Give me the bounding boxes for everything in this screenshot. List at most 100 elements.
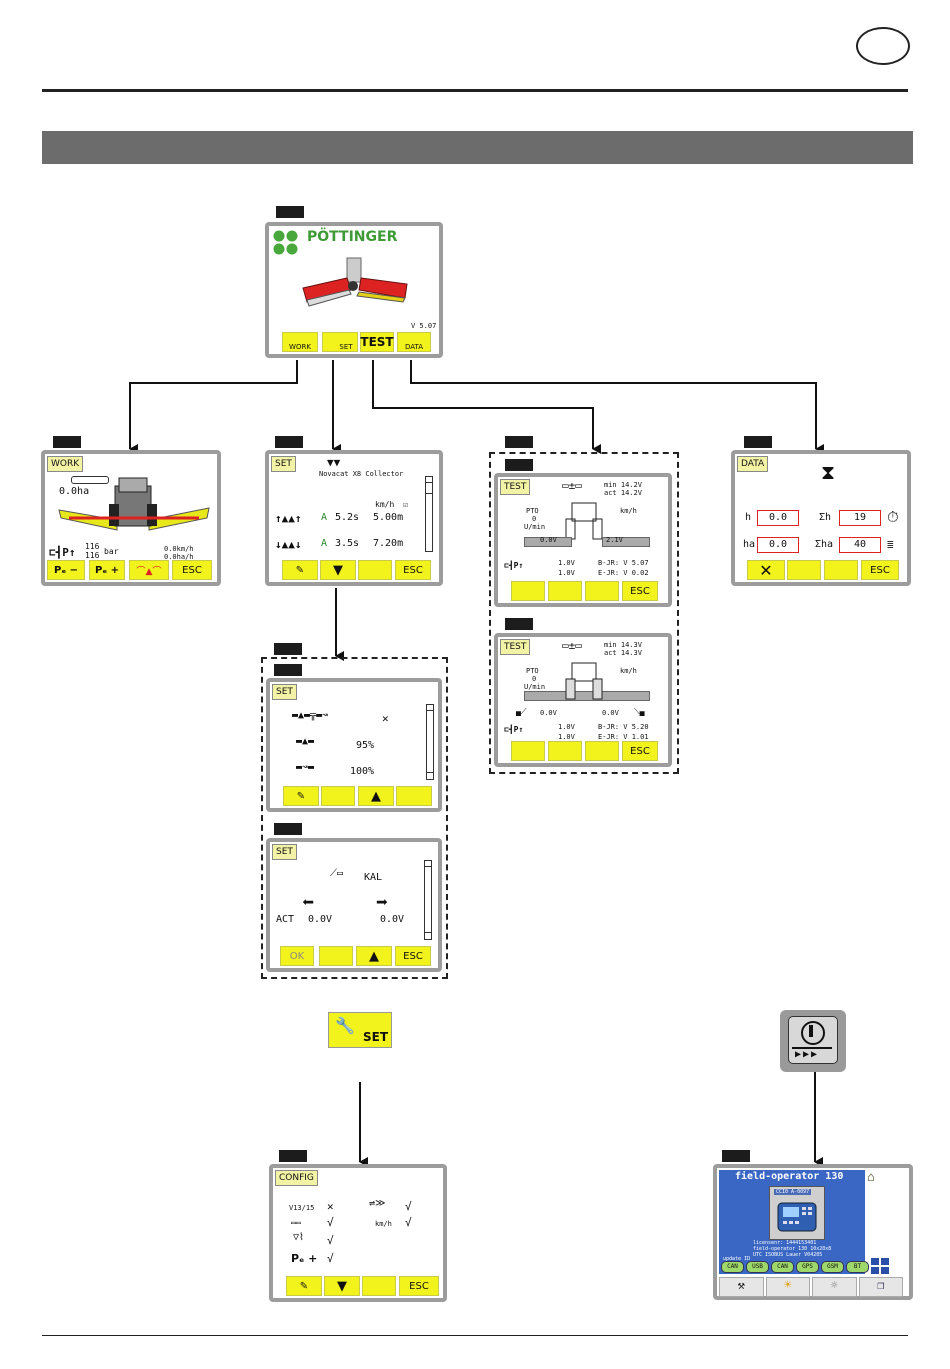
softkey-empty[interactable] bbox=[358, 560, 392, 580]
checkbox-icon[interactable]: ☑ bbox=[403, 500, 408, 509]
softkey-esc[interactable]: ESC bbox=[399, 1276, 439, 1296]
arrow-left-icon: ⬅ bbox=[302, 890, 315, 914]
softkey-empty[interactable] bbox=[824, 560, 858, 580]
softkey-edit[interactable]: ✎ bbox=[286, 1276, 322, 1296]
bar-right-value: 2.1V bbox=[606, 536, 623, 544]
power-icon bbox=[801, 1021, 825, 1045]
h-label: h bbox=[745, 512, 752, 523]
v-label: V13/15 bbox=[289, 1204, 315, 1212]
row1-distance: 5.00m bbox=[373, 512, 404, 523]
softkey-edit[interactable]: ✎ bbox=[283, 786, 319, 806]
figure-tag bbox=[274, 643, 302, 655]
softkey-empty[interactable] bbox=[321, 786, 355, 806]
scrollbar[interactable] bbox=[425, 476, 433, 552]
test-screens-group bbox=[489, 452, 679, 774]
machine-title: Novacat X8 Collector bbox=[319, 470, 404, 478]
chip-usb: USB bbox=[746, 1261, 769, 1273]
ejr-version: E-JR: V 0.02 bbox=[598, 569, 649, 577]
softkey-work[interactable]: WORK bbox=[282, 332, 318, 352]
field-operator-panel: field-operator 130 CCI0 A-0097 licensenr… bbox=[719, 1170, 865, 1274]
left-mower-icon: ▄⟋ bbox=[516, 707, 527, 716]
softkey-set[interactable]: SET bbox=[322, 332, 358, 352]
softkey-esc[interactable]: ESC bbox=[395, 946, 431, 966]
test-badge: TEST bbox=[500, 479, 531, 495]
softkey-esc[interactable]: ESC bbox=[395, 560, 431, 580]
softkey-esc[interactable]: ESC bbox=[172, 560, 212, 580]
softkey-empty[interactable] bbox=[362, 1276, 396, 1296]
menu-key-button[interactable]: ▶▶▶ bbox=[780, 1010, 846, 1072]
softkey-edit[interactable]: ✎ bbox=[282, 560, 318, 580]
info-line-3: UTC ISOBUS Lauer V04205 bbox=[753, 1252, 823, 1258]
softkey-empty[interactable] bbox=[319, 946, 353, 966]
pto-value: 0 bbox=[532, 675, 537, 683]
pto-value: 0 bbox=[532, 515, 537, 523]
arrow-down-icon: ▼ bbox=[337, 1278, 347, 1294]
scrollbar[interactable] bbox=[426, 704, 434, 780]
terminal-device-icon bbox=[777, 1202, 817, 1232]
softkey-test[interactable]: TEST bbox=[360, 332, 394, 352]
softkey-up[interactable]: ▲ bbox=[356, 946, 392, 966]
lift-down-icon: ↓▲▲↓ bbox=[275, 538, 302, 551]
softkey-esc[interactable]: ESC bbox=[622, 581, 658, 601]
left-voltage: 0.0V bbox=[540, 709, 557, 717]
figure-tag bbox=[53, 436, 81, 448]
softkey-down[interactable]: ▼ bbox=[324, 1276, 360, 1296]
work-screen: WORK 0.0ha ⊏┫P↑ 116 116 bar 0.0km/h 0.0h… bbox=[41, 450, 221, 586]
softkey-empty[interactable] bbox=[511, 741, 545, 761]
softkey-up[interactable]: ▲ bbox=[358, 786, 394, 806]
sum-ha-value: 40 bbox=[839, 537, 881, 553]
softkey-ok[interactable]: OK bbox=[280, 946, 314, 966]
bjr-version: B-JR: V 5.07 bbox=[598, 559, 649, 567]
arrow-up-icon: ▲ bbox=[369, 948, 379, 964]
pto-label: PTO bbox=[526, 667, 539, 675]
softkey-esc[interactable]: ESC bbox=[861, 560, 899, 580]
field-icon: ≣ bbox=[887, 538, 894, 551]
window-switch-icon[interactable]: ❐ bbox=[858, 1277, 903, 1297]
pressure-icon: ⊏┫P↑ bbox=[504, 561, 524, 570]
brand-name: PÖTTINGER bbox=[307, 229, 398, 245]
softkey-empty[interactable] bbox=[787, 560, 821, 580]
row2-time: 3.5s bbox=[335, 538, 360, 549]
softkey-empty[interactable] bbox=[585, 581, 619, 601]
softkey-pressure-minus[interactable]: Pₑ − bbox=[47, 560, 85, 580]
apps-grid-icon[interactable] bbox=[871, 1258, 891, 1276]
chip-gps: GPS bbox=[796, 1261, 819, 1273]
softkey-empty[interactable] bbox=[511, 581, 545, 601]
softkey-empty[interactable] bbox=[396, 786, 432, 806]
softkey-pressure-plus[interactable]: Pₑ + bbox=[89, 560, 125, 580]
softkey-reset[interactable]: ✕ bbox=[747, 560, 785, 580]
rate-readout: 0.0ha/h bbox=[164, 553, 194, 561]
right-voltage: 0.0V bbox=[602, 709, 619, 717]
scrollbar[interactable] bbox=[424, 860, 432, 940]
figure-tag bbox=[276, 206, 304, 218]
usb-stick-icon[interactable]: ⚒ bbox=[719, 1277, 764, 1297]
cross-mark: ✕ bbox=[382, 712, 389, 725]
play-arrows-icon: ▶▶▶ bbox=[795, 1049, 820, 1060]
set-badge: SET bbox=[272, 684, 297, 700]
softkey-data[interactable]: DATA bbox=[397, 332, 431, 352]
config-badge: CONFIG bbox=[275, 1170, 318, 1186]
softkey-esc[interactable]: ESC bbox=[622, 741, 658, 761]
softkey-empty[interactable] bbox=[585, 741, 619, 761]
home-icon[interactable]: ⌂ bbox=[867, 1170, 875, 1185]
mower-icon: ▽⌇ bbox=[293, 1232, 304, 1243]
softkey-empty[interactable] bbox=[548, 581, 582, 601]
sum-h-value: 19 bbox=[839, 510, 881, 526]
area-readout: 0.0ha bbox=[59, 486, 90, 497]
brightness-down-icon[interactable]: ☼ bbox=[812, 1277, 857, 1297]
softkey-empty[interactable] bbox=[548, 741, 582, 761]
config-check-4: √ bbox=[327, 1234, 334, 1247]
brightness-up-icon[interactable]: ☀ bbox=[765, 1277, 810, 1297]
set-key-button[interactable]: 🔧 SET bbox=[328, 1012, 392, 1048]
version-label: V 5.07 bbox=[411, 322, 437, 330]
pressure-unit: bar bbox=[104, 547, 119, 556]
main-screen: PÖTTINGER V 5.07 WORK SET TEST DATA bbox=[265, 222, 443, 358]
softkey-down[interactable]: ▼ bbox=[320, 560, 356, 580]
config-check-2: √ bbox=[327, 1216, 334, 1229]
chip-bt: BT bbox=[846, 1261, 869, 1273]
info-line-1: licensenr: 1444153401 bbox=[753, 1240, 817, 1246]
figure-tag bbox=[744, 436, 772, 448]
set-subscreen-2: SET ⟋▭ KAL ⬅ ➡ ACT 0.0V 0.0V OK ▲ ESC bbox=[266, 838, 442, 972]
softkey-mower-mode[interactable]: ⌒▲⌒ bbox=[129, 560, 169, 580]
